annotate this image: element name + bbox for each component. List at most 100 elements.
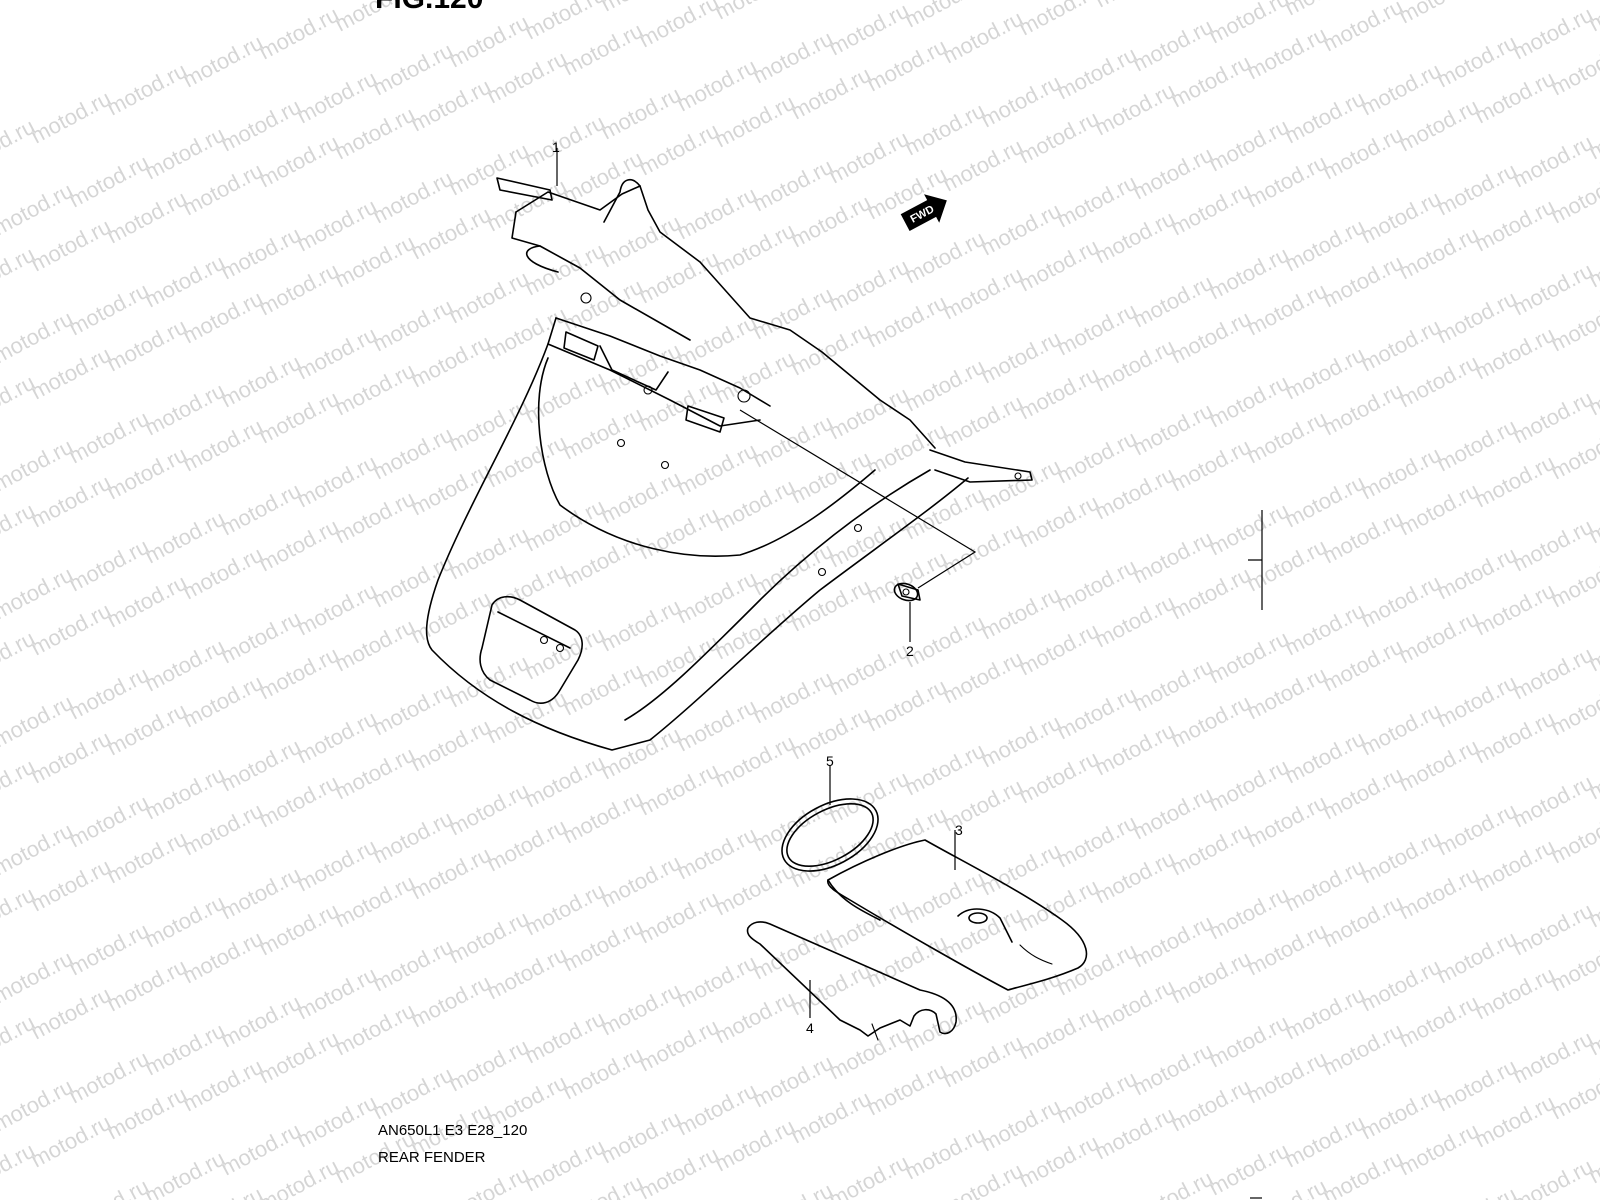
watermark-text: motod.ru: [331, 358, 419, 421]
watermark-text: motod.ru: [1319, 1146, 1407, 1200]
watermark-text: motod.ru: [635, 886, 723, 949]
watermark-text: motod.ru: [1281, 598, 1369, 661]
watermark-text: motod.ru: [407, 970, 495, 1033]
watermark-text: motod.ru: [1547, 806, 1600, 869]
watermark-text: motod.ru: [179, 286, 267, 349]
watermark-text: motod.ru: [1167, 818, 1255, 881]
watermark-text: motod.ru: [27, 1110, 115, 1173]
watermark-text: motod.ru: [1319, 1018, 1407, 1081]
watermark-text: motod.ru: [787, 1086, 875, 1149]
watermark-text: motod.ru: [483, 942, 571, 1005]
watermark-text: motod.ru: [1053, 554, 1141, 617]
watermark-text: motod.ru: [559, 914, 647, 977]
watermark-text: motod.ru: [103, 570, 191, 633]
watermark-text: motod.ru: [1395, 94, 1483, 157]
watermark-text: motod.ru: [179, 670, 267, 733]
watermark-text: motod.ru: [293, 834, 381, 897]
watermark-text: motod.ru: [1547, 166, 1600, 229]
watermark-text: motod.ru: [597, 978, 685, 1041]
watermark-text: motod.ru: [103, 954, 191, 1017]
watermark-text: motod.ru: [597, 722, 685, 785]
watermark-text: motod.ru: [1053, 298, 1141, 361]
watermark-text: motod.ru: [407, 586, 495, 649]
watermark-text: motod.ru: [559, 274, 647, 337]
watermark-text: motod.ru: [0, 818, 77, 881]
watermark-text: motod.ru: [369, 550, 457, 613]
watermark-text: motod.ru: [673, 822, 761, 885]
watermark-text: motod.ru: [483, 430, 571, 493]
watermark-text: motod.ru: [1509, 770, 1597, 833]
watermark-text: motod.ru: [1509, 1154, 1597, 1200]
watermark-text: motod.ru: [445, 522, 533, 585]
watermark-text: motod.ru: [1547, 1062, 1600, 1125]
watermark-text: motod.ru: [901, 994, 989, 1057]
watermark-text: motod.ru: [483, 814, 571, 877]
watermark-text: motod.ru: [27, 598, 115, 661]
watermark-text: motod.ru: [939, 134, 1027, 197]
watermark-text: motod.ru: [939, 6, 1027, 69]
watermark-text: motod.ru: [0, 306, 77, 369]
watermark-text: motod.ru: [1053, 682, 1141, 745]
watermark-text: motod.ru: [635, 1142, 723, 1200]
watermark-text: motod.ru: [711, 858, 799, 921]
watermark-text: motod.ru: [825, 126, 913, 189]
watermark-text: motod.ru: [977, 966, 1065, 1029]
watermark-text: motod.ru: [711, 602, 799, 665]
watermark-text: motod.ru: [1091, 462, 1179, 525]
watermark-text: motod.ru: [179, 542, 267, 605]
watermark-text: motod.ru: [27, 854, 115, 917]
watermark-text: motod.ru: [1243, 534, 1331, 597]
watermark-text: motod.ru: [141, 378, 229, 441]
watermark-text: motod.ru: [597, 850, 685, 913]
watermark-text: motod.ru: [673, 694, 761, 757]
watermark-text: motod.ru: [749, 1050, 837, 1113]
watermark-text: motod.ru: [369, 806, 457, 869]
watermark-text: motod.ru: [977, 198, 1065, 261]
watermark-text: motod.ru: [597, 82, 685, 145]
watermark-text: motod.ru: [1433, 1054, 1521, 1117]
watermark-text: motod.ru: [179, 30, 267, 93]
watermark-text: motod.ru: [1471, 834, 1559, 897]
watermark-text: motod.ru: [293, 578, 381, 641]
watermark-text: motod.ru: [179, 158, 267, 221]
watermark-text: motod.ru: [1091, 718, 1179, 781]
watermark-text: motod.ru: [141, 1018, 229, 1081]
watermark-text: motod.ru: [1509, 386, 1597, 449]
watermark-text: motod.ru: [103, 826, 191, 889]
watermark-text: motod.ru: [217, 862, 305, 925]
watermark-text: motod.ru: [521, 110, 609, 173]
watermark-text: motod.ru: [1091, 334, 1179, 397]
watermark-text: motod.ru: [141, 250, 229, 313]
watermark-text: motod.ru: [1015, 0, 1103, 40]
watermark-text: motod.ru: [1509, 642, 1597, 705]
watermark-text: motod.ru: [65, 534, 153, 597]
watermark-text: motod.ru: [141, 122, 229, 185]
watermark-text: motod.ru: [1509, 2, 1597, 65]
watermark-text: motod.ru: [711, 90, 799, 153]
watermark-text: motod.ru: [825, 254, 913, 317]
watermark-text: motod.ru: [369, 934, 457, 997]
watermark-text: motod.ru: [293, 66, 381, 129]
watermark-text: motod.ru: [863, 290, 951, 353]
watermark-text: motod.ru: [977, 710, 1065, 773]
watermark-text: motod.ru: [787, 190, 875, 253]
watermark-text: motod.ru: [369, 678, 457, 741]
watermark-text: motod.ru: [0, 562, 77, 625]
watermark-text: motod.ru: [1547, 550, 1600, 613]
spanner-drawing: [746, 921, 957, 1041]
watermark-text: motod.ru: [1395, 222, 1483, 285]
watermark-text: motod.ru: [749, 666, 837, 729]
watermark-text: motod.ru: [749, 26, 837, 89]
watermark-text: motod.ru: [27, 470, 115, 533]
watermark-text: motod.ru: [1243, 278, 1331, 341]
watermark-text: motod.ru: [749, 282, 837, 345]
watermark-text: motod.ru: [559, 786, 647, 849]
watermark-text: motod.ru: [1015, 234, 1103, 297]
watermark-text: motod.ru: [179, 414, 267, 477]
watermark-text: motod.ru: [1015, 362, 1103, 425]
watermark-text: motod.ru: [1205, 1010, 1293, 1073]
watermark-text: motod.ru: [1205, 498, 1293, 561]
watermark-text: motod.ru: [1357, 1082, 1445, 1145]
model-code: AN650L1 E3 E28_120: [378, 1122, 527, 1139]
